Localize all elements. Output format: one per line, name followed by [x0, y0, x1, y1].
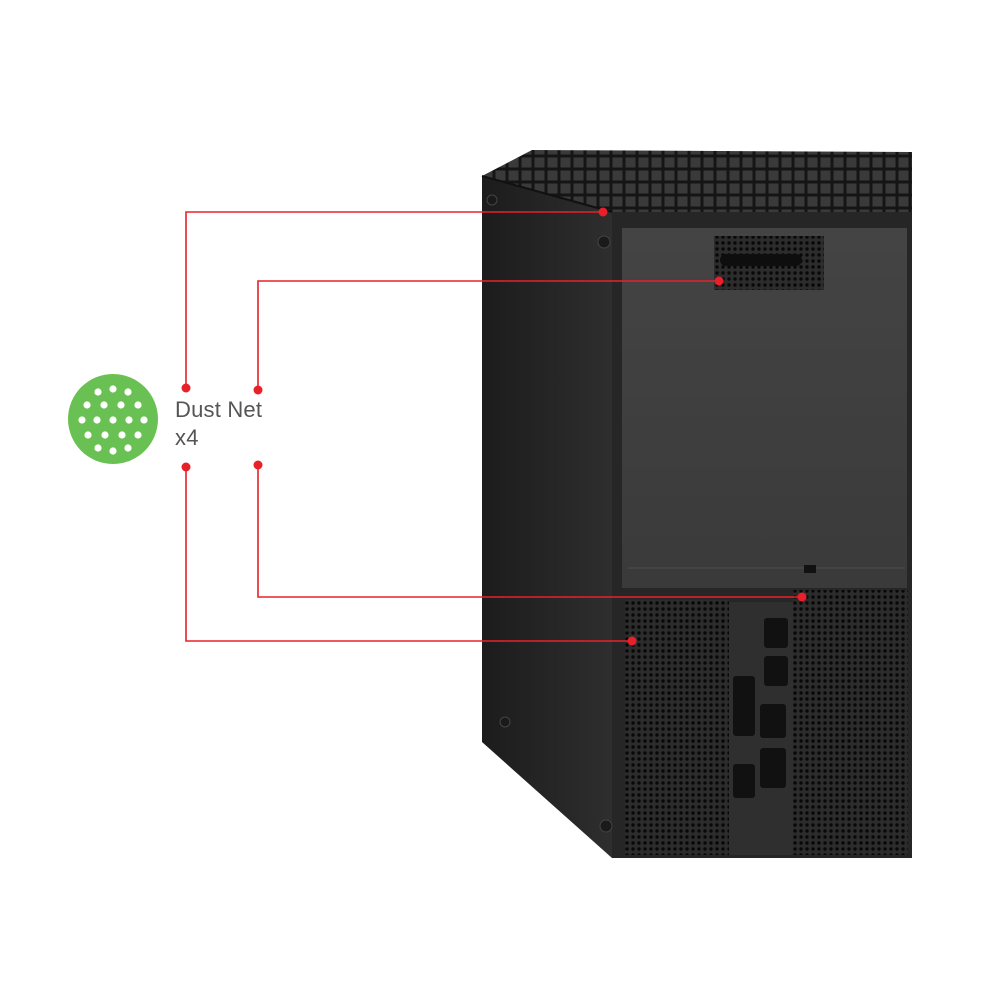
- screw: [486, 194, 498, 206]
- callout-dots: [181, 207, 807, 646]
- callout-line-upper-vent: [257, 280, 719, 390]
- screw: [599, 819, 613, 833]
- port-plug: [760, 704, 786, 738]
- port-plug: [764, 618, 788, 648]
- dust-net-title: Dust Net: [175, 397, 263, 422]
- console-side-face: [482, 176, 612, 858]
- rear-lower-left-grille: [625, 600, 729, 855]
- status-slot: [804, 565, 816, 573]
- port-plug: [764, 656, 788, 686]
- callout-line-top: [185, 211, 603, 388]
- top-vent-grille: [482, 150, 912, 212]
- dust-net-quantity: x4: [175, 425, 199, 450]
- screw: [499, 716, 511, 728]
- callout-dot: [598, 207, 608, 217]
- rear-lower-right-grille: [793, 590, 908, 855]
- callout-dot: [253, 385, 263, 395]
- port-plug: [733, 676, 755, 736]
- callout-dot: [181, 462, 191, 472]
- console: [481, 150, 912, 858]
- callout-lines: [185, 211, 802, 642]
- callout-dot: [797, 592, 807, 602]
- callout-dot: [181, 383, 191, 393]
- callout-dot: [714, 276, 724, 286]
- port-plug: [760, 748, 786, 788]
- callout-line-lower-right: [257, 465, 802, 598]
- screw: [597, 235, 611, 249]
- callout-dot: [253, 460, 263, 470]
- port-plug: [733, 764, 755, 798]
- callout-dot: [627, 636, 637, 646]
- dust-net-badge-icon: [68, 374, 158, 464]
- callout-line-lower-left: [185, 467, 632, 642]
